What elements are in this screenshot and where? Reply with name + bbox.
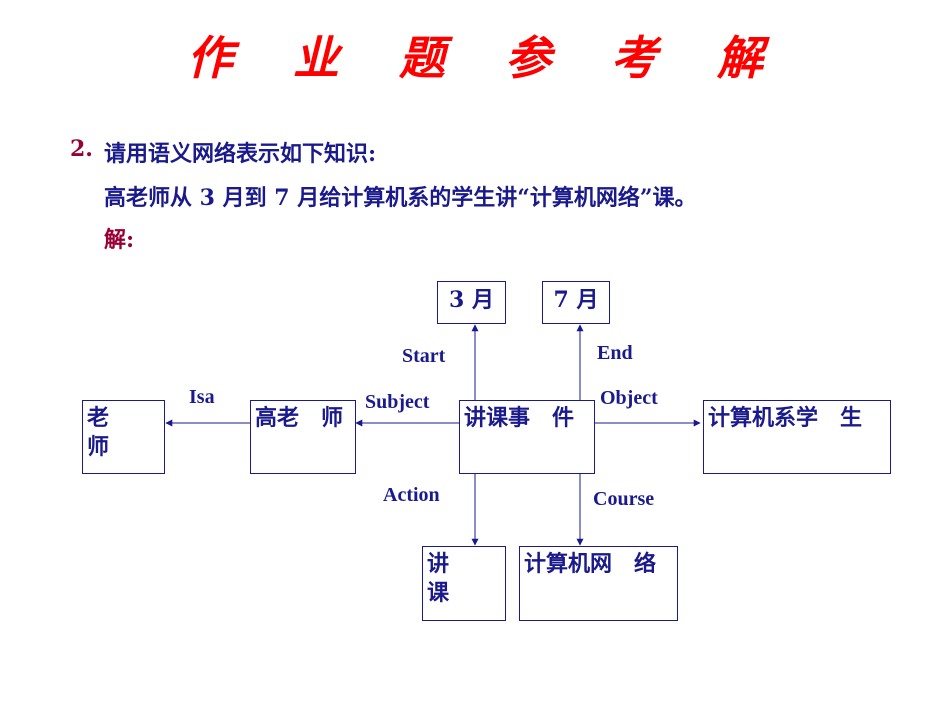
edge-label-action: Action (383, 484, 440, 506)
question-prompt: 请用语义网络表示如下知识: (104, 141, 377, 167)
node-computer-network: 计算机网 络 (519, 546, 678, 621)
question-number: 2. (70, 136, 93, 162)
node-lecture-event: 讲课事 件 (459, 400, 595, 474)
question-knowledge: 高老师从 3 月到 7 月给计算机系的学生讲“计算机网络”课。 (104, 185, 697, 211)
node-july: 7 月 (542, 281, 610, 324)
page-title: 作 业 题 参 考 解 (186, 31, 786, 85)
edge-label-object: Object (600, 387, 658, 409)
edge-label-end: End (597, 342, 633, 364)
node-march: 3 月 (437, 281, 506, 324)
node-cs-students: 计算机系学 生 (703, 400, 891, 474)
edge-label-subject: Subject (365, 391, 430, 413)
node-teacher: 老 师 (82, 400, 165, 474)
node-teach: 讲 课 (422, 546, 506, 621)
edge-label-course: Course (593, 488, 655, 510)
edge-label-isa: Isa (189, 386, 215, 408)
node-gao-teacher: 高老 师 (250, 400, 356, 474)
solution-label: 解: (104, 227, 135, 253)
edge-label-start: Start (402, 345, 446, 367)
